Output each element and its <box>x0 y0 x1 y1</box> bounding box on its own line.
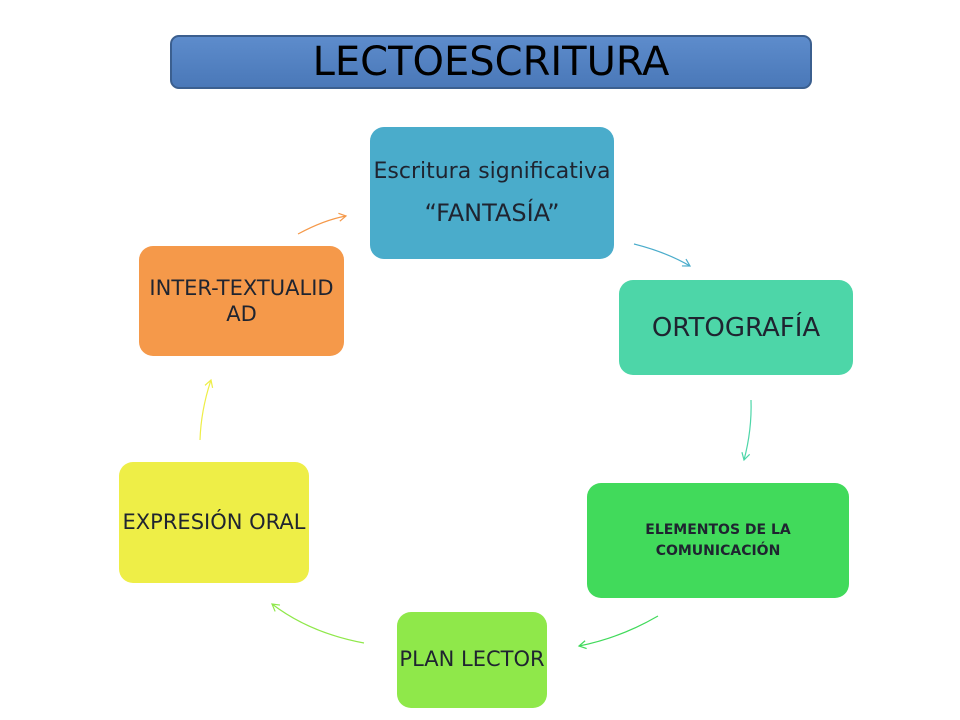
node-fantasia-label: “FANTASÍA” <box>424 198 560 227</box>
node-elementos-comunicacion: ELEMENTOS DE LA COMUNICACIÓN <box>587 483 849 598</box>
node-intertextualidad-label: INTER-TEXTUALIDAD <box>149 275 334 326</box>
node-expresion-oral-label: EXPRESIÓN ORAL <box>122 509 306 534</box>
arrow-elementos-to-plan-lector <box>577 615 659 650</box>
node-plan-lector-label: PLAN LECTOR <box>399 647 545 672</box>
node-escritura-significativa: Escritura significativa “FANTASÍA” <box>370 127 614 259</box>
arrow-intertextualidad-to-fantasia <box>297 212 348 235</box>
node-expresion-oral: EXPRESIÓN ORAL <box>119 462 309 583</box>
node-escritura-label: Escritura significativa <box>373 158 611 184</box>
node-elementos-label: ELEMENTOS DE LA COMUNICACIÓN <box>645 522 791 559</box>
node-plan-lector: PLAN LECTOR <box>397 612 547 708</box>
node-ortografia-label: ORTOGRAFÍA <box>651 312 821 343</box>
arrow-fantasia-to-ortografia <box>633 243 692 267</box>
arrow-plan-lector-to-expresion <box>271 603 365 644</box>
node-intertextualidad: INTER-TEXTUALIDAD <box>139 246 344 356</box>
arrow-expresion-to-intertextualidad <box>199 378 214 441</box>
diagram-title: LECTOESCRITURA <box>170 35 812 89</box>
node-ortografia: ORTOGRAFÍA <box>619 280 853 375</box>
arrow-ortografia-to-elementos <box>741 399 752 462</box>
